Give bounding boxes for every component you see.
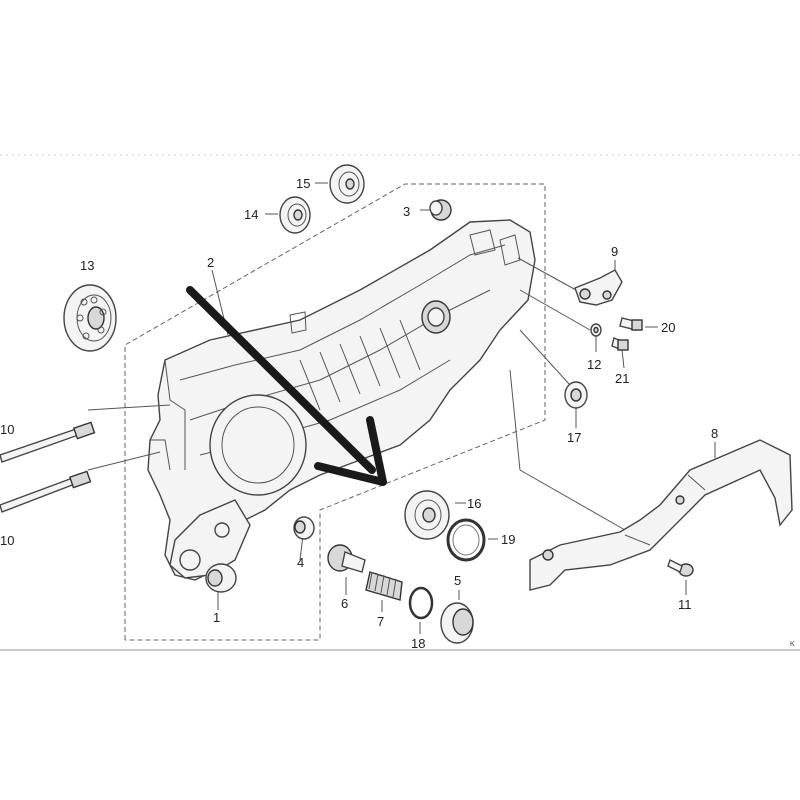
callout-4: 4 [297, 555, 304, 570]
corner-code: K [790, 641, 795, 648]
circlip-19 [446, 518, 486, 562]
callout-3: 3 [403, 204, 410, 219]
callout-11: 11 [678, 597, 692, 612]
callout-14: 14 [244, 207, 258, 222]
callout-5: 5 [454, 573, 461, 588]
callout-18: 18 [411, 636, 425, 651]
callout-9: 9 [611, 244, 618, 259]
callout-1: 1 [213, 610, 220, 625]
callout-20: 20 [661, 320, 675, 335]
callout-21: 21 [615, 371, 629, 386]
callout-6: 6 [341, 596, 348, 611]
crankcase-body [147, 219, 536, 581]
leader-lines [87, 182, 716, 634]
bolt-6 [327, 544, 366, 573]
washer-12 [590, 323, 602, 337]
callout-15: 15 [296, 176, 310, 191]
callout-8: 8 [711, 426, 718, 441]
screw-20 [619, 317, 643, 331]
bolt-21 [611, 337, 629, 351]
callout-7: 7 [377, 614, 384, 629]
stud-bolts-10 [0, 421, 96, 513]
o-ring-18 [408, 586, 434, 620]
bushing-1 [205, 563, 237, 593]
bushing-3 [429, 199, 452, 221]
callout-labels: 1 2 3 4 5 6 7 8 9 10 10 11 12 13 14 15 1… [0, 176, 795, 651]
callout-10-upper: 10 [0, 422, 14, 437]
cap-5 [440, 602, 474, 644]
callout-12: 12 [587, 357, 601, 372]
callout-10-lower: 10 [0, 533, 14, 548]
bearing-14 [279, 196, 311, 234]
callout-17: 17 [567, 430, 581, 445]
bearing-13 [63, 284, 117, 352]
bushing-4 [293, 516, 315, 540]
bracket-9 [574, 269, 623, 306]
seal-17 [564, 381, 588, 409]
pointer-arrow [186, 286, 387, 486]
assembly-boundary [124, 183, 546, 641]
callout-19: 19 [501, 532, 515, 547]
bearing-16 [404, 490, 450, 540]
bearing-15 [329, 164, 365, 204]
callout-13: 13 [80, 258, 94, 273]
stand-bracket-8 [529, 439, 793, 591]
bolt-11 [667, 559, 694, 577]
spring-7 [365, 571, 403, 601]
callout-2: 2 [207, 255, 214, 270]
callout-16: 16 [467, 496, 481, 511]
